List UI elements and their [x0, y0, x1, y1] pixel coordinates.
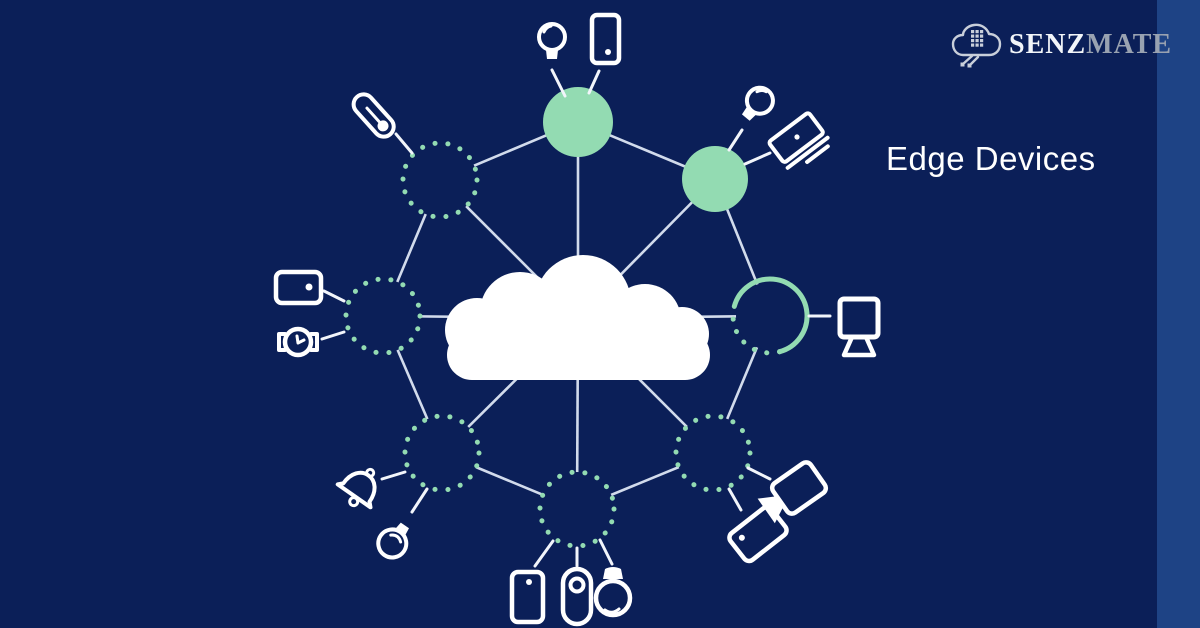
printer-icon: [767, 111, 830, 170]
brand-name-secondary: MATE: [1086, 29, 1173, 60]
bell-icon: [335, 467, 377, 510]
video-camera-icon: [757, 460, 829, 524]
node-top-left: [400, 140, 480, 220]
lightbulb-icon: [376, 522, 409, 560]
thermometer-icon: [351, 92, 396, 139]
tablet-icon: [273, 269, 324, 306]
smartphone-icon: [509, 569, 546, 625]
smartphone-icon: [589, 12, 622, 66]
node-left: [343, 276, 423, 356]
cloud-circuit-icon: [951, 23, 1002, 68]
smartwatch-icon: [277, 326, 319, 358]
cloud-icon: [445, 255, 710, 380]
node-top: [543, 87, 613, 157]
device-connector-lines: [320, 68, 832, 568]
smart-lock-icon: [560, 566, 594, 627]
tablet-icon: [727, 504, 789, 564]
circuit-pins: [960, 54, 980, 68]
node-bottom-left: [402, 413, 482, 493]
right-accent-band: [1157, 0, 1200, 628]
brand-name-primary: SENZ: [1009, 29, 1087, 60]
circuit-grid: [971, 30, 984, 47]
brand-logo: SENZMATE: [950, 20, 1172, 70]
desktop-monitor-icon: [837, 296, 881, 358]
lightbulb-icon: [537, 22, 567, 59]
node-bottom: [537, 469, 617, 549]
lightbulb-icon: [741, 85, 775, 121]
caption-edge-devices: Edge Devices: [886, 140, 1096, 177]
brand-name: SENZMATE: [1009, 29, 1172, 61]
node-top-right: [682, 146, 748, 212]
node-bottom-right: [673, 413, 753, 493]
lightbulb-icon: [593, 567, 633, 618]
node-right: [730, 276, 810, 356]
